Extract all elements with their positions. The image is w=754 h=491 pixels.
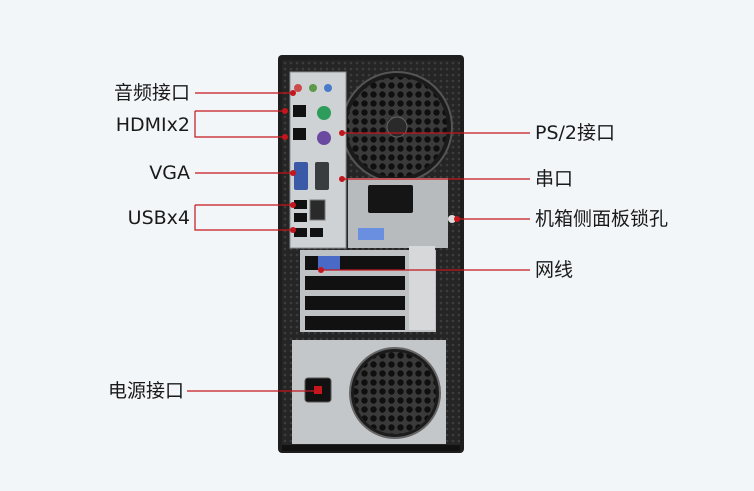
usb-port (310, 228, 323, 237)
label-hdmi: HDMIx2 (115, 114, 190, 136)
power-supply (292, 340, 446, 444)
audio-jack (324, 84, 332, 92)
hdmi-port (293, 105, 306, 117)
expansion-slots (300, 246, 436, 332)
callout-lines (187, 90, 530, 394)
usb-port (294, 228, 307, 237)
io-shield (289, 71, 347, 249)
ps2-port (317, 131, 331, 145)
hdmi-port (293, 128, 306, 140)
audio-jack (309, 84, 317, 92)
top-fan-grille (341, 71, 453, 183)
label-audio: 音频接口 (113, 82, 190, 104)
ps2-port (317, 106, 331, 120)
audio-jack (294, 84, 302, 92)
blue-latch (358, 228, 384, 240)
usb-port (294, 200, 307, 209)
label-ps2: PS/2接口 (535, 122, 616, 144)
label-serial: 串口 (535, 168, 574, 190)
side-panel-lock-hole (448, 215, 456, 223)
vga-port (294, 162, 308, 190)
label-lock: 机箱侧面板锁孔 (535, 208, 669, 230)
network-port (309, 199, 326, 221)
label-power: 电源接口 (107, 380, 184, 402)
label-vga: VGA (149, 162, 190, 184)
label-network: 网线 (535, 259, 574, 281)
label-usb: USBx4 (127, 207, 190, 229)
serial-port (315, 162, 329, 190)
usb-port (294, 213, 307, 222)
